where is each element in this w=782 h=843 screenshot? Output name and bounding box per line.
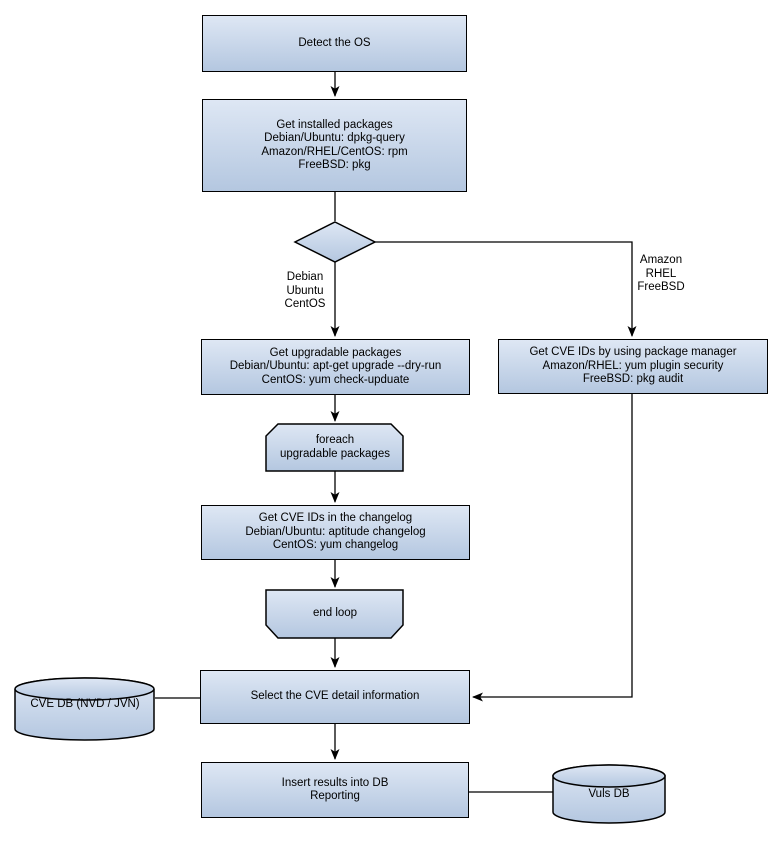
text-line: Get CVE IDs by using package manager [529,346,737,359]
text-line: upgradable packages [280,447,390,460]
node-select-cve-detail: Select the CVE detail information [200,670,470,724]
text-line: Vuls DB [588,788,630,801]
foreach-loop-label: foreach upgradable packages [266,424,404,471]
text-line: Amazon/RHEL: yum plugin security [542,359,724,372]
text-line: Select the CVE detail information [250,690,420,703]
text-line: CentOS: yum changelog [272,539,399,552]
text-line: Amazon [639,254,683,267]
text-line: Get installed packages [276,118,393,131]
vuls-db-label: Vuls DB [553,770,665,820]
node-insert-results: Insert results into DB Reporting [201,762,469,818]
text-line: Debian/Ubuntu: dpkg-query [264,132,405,144]
text-line: CentOS [284,298,326,311]
connector-decision-to-pkg-manager [375,241,637,337]
text-line: Get upgradable packages [269,346,402,359]
vuls-db-cylinder-top [552,764,666,788]
text-line: Debian/Ubuntu: apt-get upgrade --dry-run [229,360,442,373]
end-loop-label: end loop [266,590,404,638]
node-detect-os: Detect the OS [202,15,467,72]
node-get-upgradable-packages: Get upgradable packages Debian/Ubuntu: a… [201,339,470,395]
text-line: FreeBSD: pkg [298,159,371,171]
text-line: end loop [312,607,358,620]
node-get-cve-ids-changelog: Get CVE IDs in the changelog Debian/Ubun… [201,505,470,560]
text-line: Detect the OS [298,36,371,49]
text-line: foreach [315,434,355,446]
text-line: FreeBSD [637,281,685,294]
branch-label-right: Amazon RHEL FreeBSD [632,254,690,295]
branch-label-left: Debian Ubuntu CentOS [276,271,334,312]
connector-pkg-manager-to-select [472,394,633,702]
text-line: FreeBSD: pkg audit [582,373,684,386]
text-line: Ubuntu [286,284,324,297]
foreach-loop-shape [265,423,404,472]
node-get-cve-ids-pkg-manager: Get CVE IDs by using package manager Ama… [498,339,768,394]
text-line: Debian/Ubuntu: aptitude changelog [245,525,426,538]
text-line: Amazon/RHEL/CentOS: rpm [261,145,408,158]
os-decision-diamond [293,221,377,263]
text-line: Debian [286,271,324,284]
text-line: RHEL [645,267,677,280]
cve-db-label: CVE DB (NVD / JVN) [15,680,155,730]
text-line: Get CVE IDs in the changelog [258,512,413,525]
text-line: CentOS: yum check-upduate [261,373,410,386]
node-get-installed-packages: Get installed packages Debian/Ubuntu: dp… [202,99,467,192]
text-line: Insert results into DB [281,776,389,789]
text-line: Reporting [310,790,360,802]
cve-db-cylinder-top [14,677,155,701]
text-line: CVE DB (NVD / JVN) [30,698,140,711]
end-loop-shape [265,589,404,639]
